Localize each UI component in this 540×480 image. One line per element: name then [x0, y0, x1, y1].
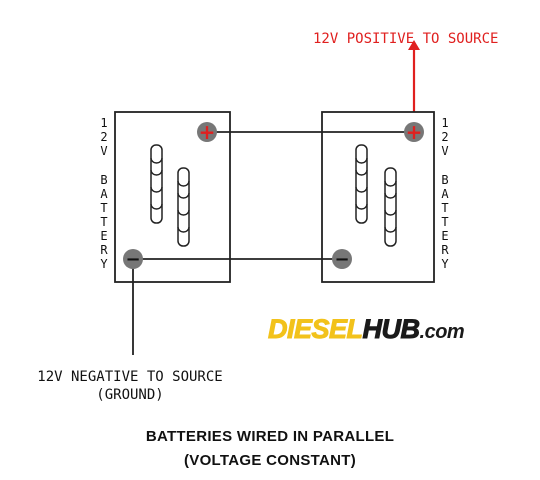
- battery-right-char-2: 2: [441, 130, 448, 144]
- negative-terminal-right: −: [332, 249, 352, 270]
- battery-left-char-t1: T: [100, 201, 107, 215]
- dieselhub-logo: DIESELHUB.com: [268, 314, 465, 345]
- battery-left-char-v: V: [100, 144, 107, 158]
- battery-right-char-t1: T: [441, 201, 448, 215]
- positive-terminal-right-symbol: +: [406, 120, 423, 144]
- negative-source-label: 12V NEGATIVE TO SOURCE: [37, 369, 222, 385]
- battery-left-char-1: 1: [100, 116, 107, 130]
- battery-right-char-e: E: [441, 229, 448, 243]
- battery-right-char-t2: T: [441, 215, 448, 229]
- battery-right-cell-2: [384, 167, 397, 247]
- battery-left-cell-2: [177, 167, 190, 247]
- caption-subtitle: (VOLTAGE CONSTANT): [183, 452, 357, 469]
- battery-left-char-a: A: [100, 187, 108, 201]
- battery-right-char-1: 1: [441, 116, 448, 130]
- battery-left-char-e: E: [100, 229, 107, 243]
- battery-right-cell-1: [355, 144, 368, 224]
- caption-title: BATTERIES WIRED IN PARALLEL: [145, 428, 395, 445]
- positive-terminal-right: +: [404, 120, 424, 144]
- ground-label: (GROUND): [96, 387, 163, 403]
- battery-left-char-2: 2: [100, 130, 107, 144]
- positive-source-label: 12V POSITIVE TO SOURCE: [313, 31, 498, 47]
- logo-diesel: DIESEL: [268, 314, 363, 344]
- battery-right-char-v: V: [441, 144, 448, 158]
- battery-left-char-b: B: [100, 173, 107, 187]
- negative-terminal-left: −: [123, 249, 143, 270]
- battery-right-char-a: A: [441, 187, 449, 201]
- positive-terminal-left: +: [197, 120, 217, 144]
- battery-left-cell-1: [150, 144, 163, 224]
- logo-dotcom: .com: [420, 321, 465, 343]
- positive-terminal-left-symbol: +: [199, 120, 216, 144]
- positive-arrowhead: [408, 40, 420, 50]
- negative-terminal-left-symbol: −: [125, 249, 140, 270]
- battery-right-char-r: R: [441, 243, 449, 257]
- battery-left-char-t2: T: [100, 215, 107, 229]
- logo-hub: HUB: [363, 314, 420, 344]
- battery-right-char-y: Y: [441, 257, 449, 271]
- negative-terminal-right-symbol: −: [334, 249, 349, 270]
- battery-left-char-r: R: [100, 243, 108, 257]
- battery-left-char-y: Y: [100, 257, 108, 271]
- battery-right-char-b: B: [441, 173, 448, 187]
- logo-text: DIESELHUB.com: [268, 314, 464, 344]
